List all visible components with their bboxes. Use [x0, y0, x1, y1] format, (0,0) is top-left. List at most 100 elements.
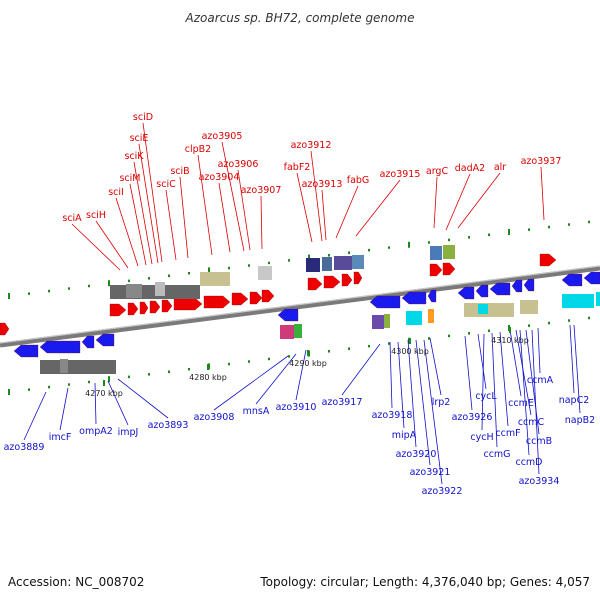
kbp-tick — [103, 380, 105, 386]
plus-gene-label[interactable]: azo3904 — [199, 172, 240, 183]
minus-gene-label[interactable]: azo3910 — [276, 402, 317, 413]
plus-tick — [468, 236, 470, 239]
minus-gene-label[interactable]: ccmG — [483, 449, 510, 460]
plus-gene-label[interactable]: sciE — [130, 133, 149, 144]
minus-gene-label[interactable]: azo3922 — [422, 486, 463, 497]
plus-tick — [508, 228, 510, 235]
plus-gene-arrow — [249, 291, 263, 305]
minus-gene-arrow — [95, 333, 115, 347]
plus-tick — [448, 238, 450, 242]
plus-leader-line — [321, 189, 327, 241]
plus-gene-label[interactable]: dadA2 — [455, 163, 485, 174]
gene-labels: sciA sciH sciI sciM sciK sciE sciD sciC sciB clpB… — [4, 112, 596, 497]
plus-tick — [428, 241, 430, 244]
plus-gene-label[interactable]: sciA — [62, 213, 82, 224]
minus-leader-line — [509, 329, 522, 397]
plus-gene-label[interactable]: fabG — [347, 175, 370, 186]
plus-gene-label[interactable]: azo3906 — [218, 159, 259, 170]
plus-gene-label[interactable]: sciC — [156, 179, 176, 190]
plus-gene-label[interactable]: azo3913 — [302, 179, 343, 190]
protein-domain-bar — [372, 315, 384, 329]
plus-leader-line — [260, 195, 263, 250]
plus-gene-label[interactable]: fabF2 — [284, 162, 311, 173]
plus-leader-line — [115, 197, 139, 267]
accession-text: Accession: NC_008702 — [8, 575, 144, 589]
minus-gene-label[interactable]: azo3918 — [372, 410, 413, 421]
genome-backbone — [0, 265, 600, 348]
plus-tick — [68, 287, 70, 290]
minus-gene-label[interactable]: azo3889 — [4, 442, 45, 453]
plus-gene-label[interactable]: azo3915 — [380, 169, 421, 180]
plus-gene-label[interactable]: clpB2 — [185, 144, 211, 155]
minus-leader-line — [423, 339, 443, 485]
plus-tick — [168, 274, 170, 277]
plus-gene-label[interactable]: sciD — [133, 112, 153, 123]
plus-tick — [368, 248, 370, 252]
plus-gene-label[interactable]: sciM — [119, 173, 140, 184]
minus-tick — [548, 321, 550, 325]
plus-gene-arrow — [127, 302, 139, 316]
protein-domain-bar — [478, 304, 488, 314]
minus-gene-label[interactable]: imcF — [49, 432, 72, 443]
plus-gene-label[interactable]: azo3907 — [241, 185, 282, 196]
plus-gene-label[interactable]: sciI — [108, 187, 124, 198]
plus-tick — [568, 223, 570, 226]
minus-gene-label[interactable]: azo3893 — [148, 420, 189, 431]
minus-gene-label[interactable]: mnsA — [243, 406, 270, 417]
plus-tick — [328, 254, 330, 257]
kbp-tick — [409, 338, 411, 344]
plus-leader-line — [129, 183, 147, 266]
plus-leader-line — [138, 143, 159, 264]
minus-leader-line — [531, 329, 540, 475]
minus-gene-label[interactable]: ccmB — [526, 436, 552, 447]
minus-gene-label[interactable]: cycH — [470, 432, 493, 443]
plus-gene-label[interactable]: azo3937 — [521, 156, 562, 167]
plus-gene-label[interactable]: azo3912 — [291, 140, 332, 151]
plus-leader-line — [95, 220, 129, 269]
plus-tick — [268, 261, 270, 265]
minus-gene-label[interactable]: mipA — [392, 430, 417, 441]
minus-gene-label[interactable]: ccmF — [495, 428, 520, 439]
plus-gene-label[interactable]: sciH — [86, 210, 106, 221]
minus-gene-label[interactable]: cycL — [475, 391, 497, 402]
minus-leader-line — [429, 337, 442, 396]
plus-leader-line — [355, 179, 401, 237]
minus-leader-line — [525, 329, 540, 435]
plus-gene-label[interactable]: alr — [494, 162, 506, 173]
minus-gene-label[interactable]: ccmD — [515, 457, 542, 468]
gene-features — [0, 245, 600, 374]
plus-gene-label[interactable]: sciK — [124, 151, 144, 162]
minus-tick — [188, 367, 190, 371]
minus-gene-label[interactable]: ccmA — [527, 375, 554, 386]
minus-gene-arrow — [401, 291, 427, 305]
minus-gene-label[interactable]: azo3921 — [410, 467, 451, 478]
minus-gene-label[interactable]: azo3908 — [194, 412, 235, 423]
minus-gene-label[interactable]: azo3917 — [322, 397, 363, 408]
plus-gene-label[interactable]: azo3905 — [202, 131, 243, 142]
minus-gene-label[interactable]: lrp2 — [432, 397, 451, 408]
minus-gene-arrow — [511, 279, 523, 293]
protein-domain-bar — [520, 300, 538, 314]
minus-leader-line — [94, 382, 97, 425]
minus-tick — [588, 316, 590, 320]
protein-domain-bar — [406, 311, 422, 325]
plus-gene-arrow — [539, 253, 557, 267]
minus-gene-label[interactable]: ccmE — [508, 398, 534, 409]
minus-gene-label[interactable]: azo3920 — [396, 449, 437, 460]
plus-gene-label[interactable]: argC — [426, 166, 449, 177]
minus-gene-label[interactable]: napB2 — [565, 415, 595, 426]
minus-tick — [468, 332, 470, 335]
minus-tick — [248, 360, 250, 363]
minus-leader-line — [515, 329, 532, 416]
minus-gene-label[interactable]: azo3934 — [519, 476, 560, 487]
minus-gene-label[interactable]: azo3926 — [452, 412, 493, 423]
minus-gene-label[interactable]: napC2 — [559, 395, 590, 406]
protein-domain-bar — [464, 303, 514, 317]
minus-gene-label[interactable]: ompA2 — [79, 426, 113, 437]
minus-gene-label[interactable]: ccmC — [518, 417, 545, 428]
genome-stats-text: Topology: circular; Length: 4,376,040 bp… — [259, 575, 590, 589]
plus-gene-label[interactable]: sciB — [170, 166, 189, 177]
plus-tick — [88, 284, 90, 288]
protein-domain-bar — [430, 246, 442, 260]
minus-gene-label[interactable]: impJ — [118, 427, 139, 438]
